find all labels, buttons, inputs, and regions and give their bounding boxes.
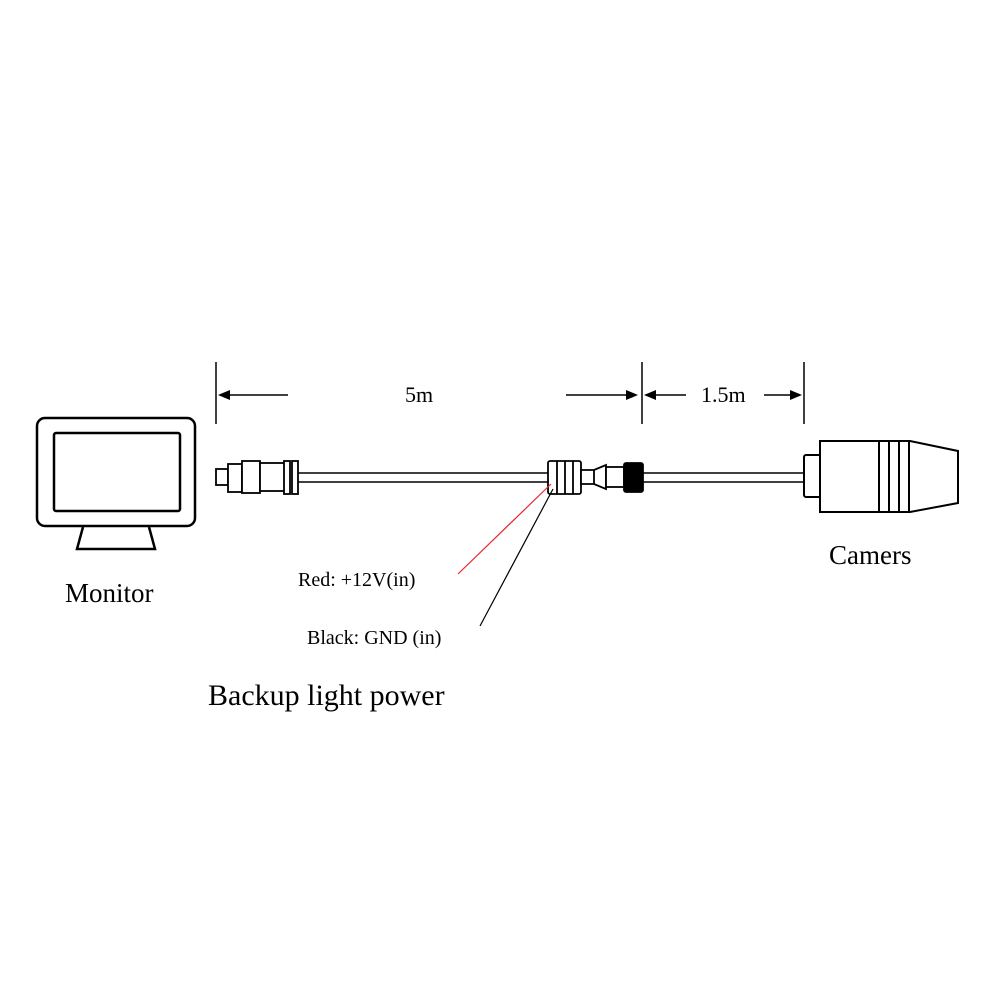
- cable-monitor-side: [298, 472, 552, 483]
- backup-power-title: Backup light power: [208, 679, 445, 712]
- black-wire-lead: [479, 488, 554, 627]
- dimension-lines: [215, 362, 805, 424]
- dimension-label-1-5m: 1.5m: [701, 382, 746, 407]
- red-wire-label: Red: +12V(in): [298, 569, 416, 591]
- camera-label: Camers: [829, 540, 912, 570]
- monitor-plug: [215, 460, 299, 495]
- monitor-icon: [35, 416, 197, 551]
- red-wire-lead: [457, 483, 552, 575]
- cable-camera-side: [643, 472, 805, 483]
- dimension-label-5m: 5m: [405, 382, 434, 407]
- black-wire-label: Black: GND (in): [307, 627, 442, 649]
- camera-plug: [580, 462, 644, 493]
- camera-icon: [803, 440, 959, 513]
- monitor-label: Monitor: [65, 578, 154, 608]
